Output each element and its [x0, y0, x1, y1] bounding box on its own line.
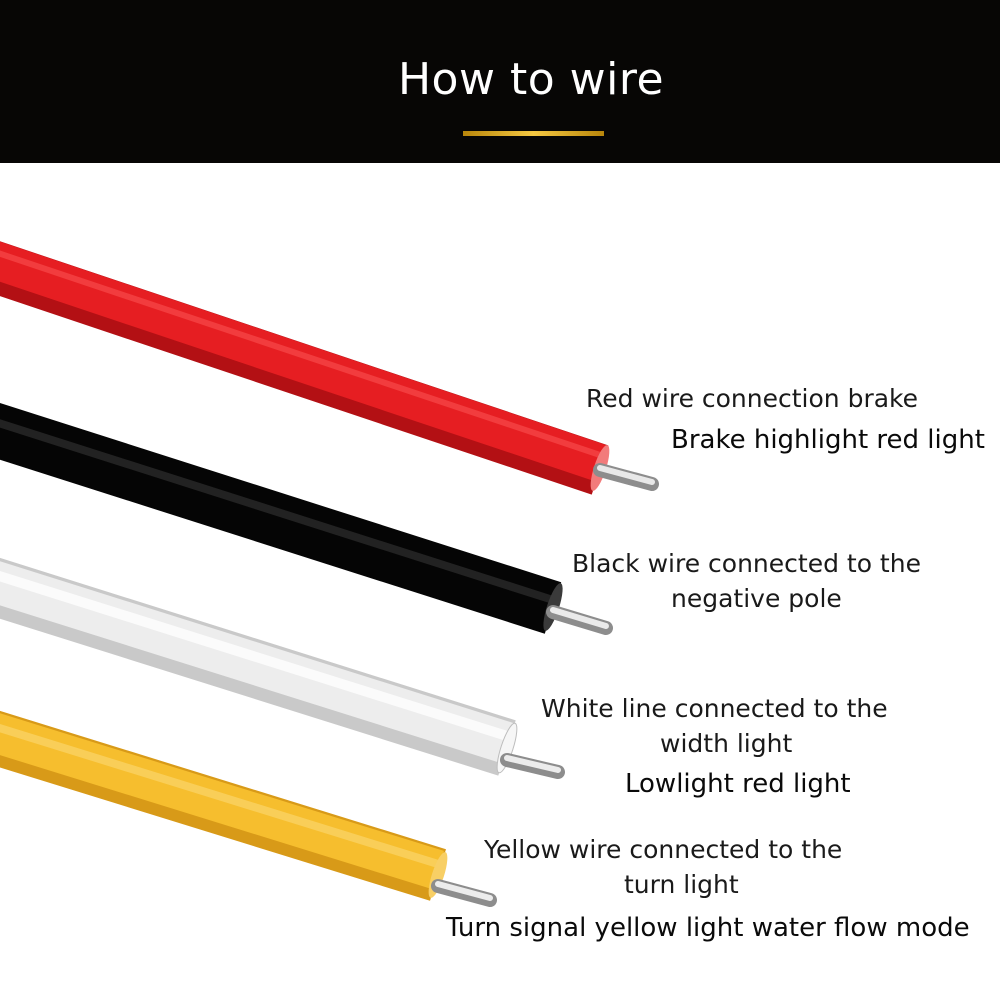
page-title: How to wire [397, 54, 665, 105]
black-wire [0, 403, 613, 635]
yellow-wire [0, 710, 497, 907]
white-wire [0, 557, 565, 779]
yellow-wire-label-line2: turn light [624, 870, 739, 899]
white-wire-function: Lowlight red light [625, 769, 851, 799]
red-wire [0, 241, 659, 495]
yellow-wire-label-line1: Yellow wire connected to the [484, 835, 843, 864]
black-wire-label-line1: Black wire connected to the [572, 549, 921, 578]
red-wire-label: Red wire connection brake [586, 384, 919, 413]
header-banner: How to wire [0, 0, 1000, 163]
title-underline [463, 131, 604, 136]
yellow-wire-function: Turn signal yellow light water flow mode [446, 913, 970, 943]
black-wire-label-line2: negative pole [671, 584, 842, 613]
red-wire-function: Brake highlight red light [671, 425, 985, 455]
white-wire-label-line2: width light [660, 729, 793, 758]
white-wire-label-line1: White line connected to the [541, 694, 888, 723]
